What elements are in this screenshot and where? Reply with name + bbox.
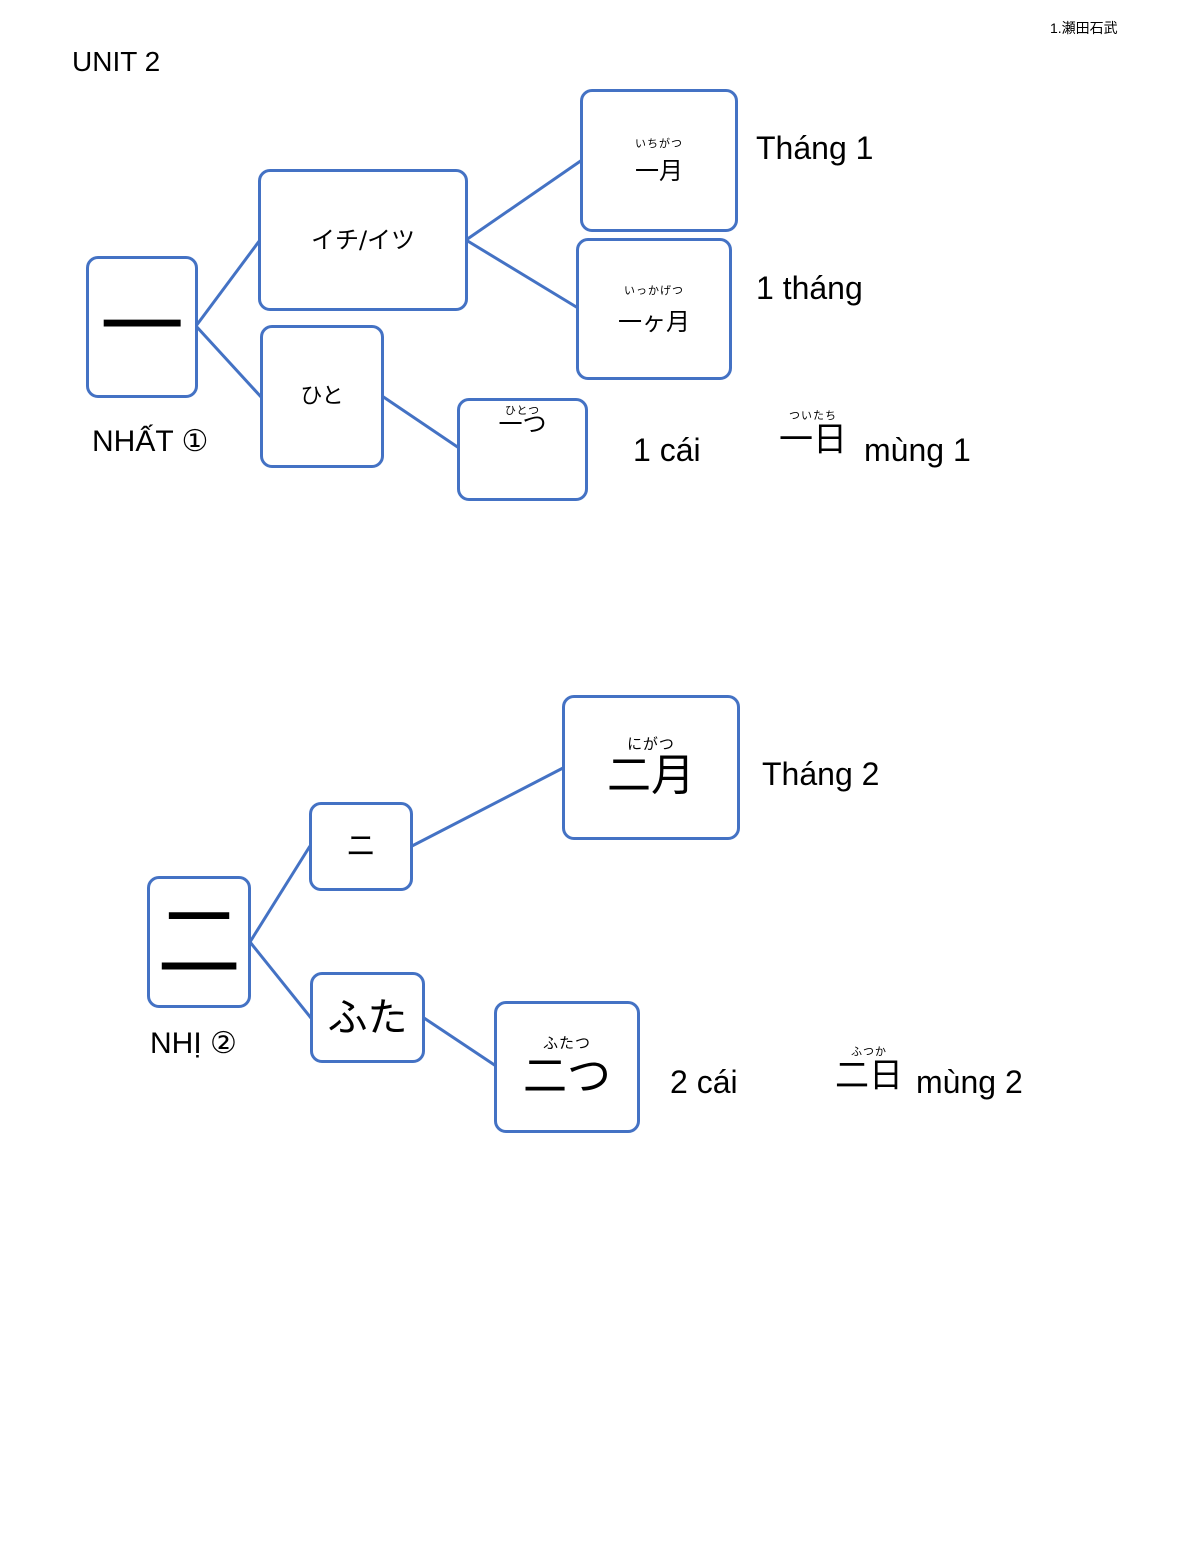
connector-hito	[194, 324, 264, 400]
connector-futatsu	[423, 1016, 497, 1068]
meaning-hitotsu: 1 cái	[633, 432, 701, 468]
word-box-ikkagetsu: いっかげつ 一ヶ月	[576, 238, 732, 380]
unit-title: UNIT 2	[72, 46, 161, 77]
meaning-tsuitachi: mùng 1	[864, 432, 971, 468]
on-reading-ichi: イチ/イツ	[310, 226, 416, 254]
kanji-ni: 二	[156, 893, 241, 991]
connector-ni	[248, 845, 312, 943]
page-tag: 1.瀬田石武	[1050, 20, 1118, 36]
furigana-tsuitachi: ついたち	[789, 409, 837, 422]
kun-reading-box-futa: ふた	[310, 972, 425, 1063]
meaning-ichigatsu: Tháng 1	[756, 130, 874, 166]
furigana-ichigatsu: いちがつ	[635, 137, 683, 150]
kanji-label-ni: NHỊ ②	[150, 1027, 237, 1060]
kanji-ichi: 一	[99, 278, 184, 376]
word-group-tsuitachi: ついたち 一日	[776, 410, 850, 457]
furigana-futatsu: ふたつ	[542, 1033, 591, 1052]
connector-nigatsu	[411, 766, 564, 848]
meaning-futatsu: 2 cái	[670, 1064, 738, 1100]
word-ichigatsu: 一月	[635, 157, 683, 185]
word-box-ichigatsu: いちがつ 一月	[580, 89, 738, 232]
on-reading-box-ichi: イチ/イツ	[258, 169, 468, 311]
furigana-futsuka: ふつか	[851, 1045, 887, 1058]
furigana-hitotsu: ひとつ	[504, 404, 541, 417]
furigana-ikkagetsu: いっかげつ	[624, 283, 684, 297]
word-tsuitachi: 一日	[779, 420, 847, 460]
kun-reading-box-hito: ひと	[260, 325, 384, 468]
connector-ichi	[194, 239, 262, 327]
word-box-hitotsu: ひとつ 一つ	[457, 398, 588, 501]
on-reading-box-ni: ニ	[309, 802, 413, 891]
word-nigatsu: 二月	[607, 750, 695, 801]
word-futatsu: 二つ	[523, 1050, 611, 1102]
word-hitotsu: 一つ	[498, 410, 547, 438]
word-ikkagetsu: 一ヶ月	[618, 307, 690, 336]
word-box-futatsu: ふたつ 二つ	[494, 1001, 640, 1133]
kanji-label-ichi: NHẤT ①	[92, 425, 209, 458]
meaning-nigatsu: Tháng 2	[762, 756, 880, 792]
connector-ichigatsu	[465, 158, 583, 242]
kun-reading-futa: ふた	[327, 994, 408, 1041]
connector-futa	[248, 941, 313, 1019]
kanji-box-ichi: 一	[86, 256, 198, 398]
word-group-futsuka: ふつか 二日	[830, 1046, 908, 1093]
meaning-ikkagetsu: 1 tháng	[756, 270, 863, 306]
furigana-nigatsu: にがつ	[627, 735, 675, 753]
word-futsuka: 二日	[835, 1056, 903, 1096]
meaning-futsuka: mùng 2	[916, 1064, 1023, 1100]
word-box-nigatsu: にがつ 二月	[562, 695, 740, 840]
on-reading-ni: ニ	[346, 828, 376, 864]
kun-reading-hito: ひと	[300, 383, 344, 409]
connector-hitotsu	[381, 394, 460, 450]
connector-ikkagetsu	[465, 238, 579, 310]
kanji-box-ni: 二	[147, 876, 251, 1008]
